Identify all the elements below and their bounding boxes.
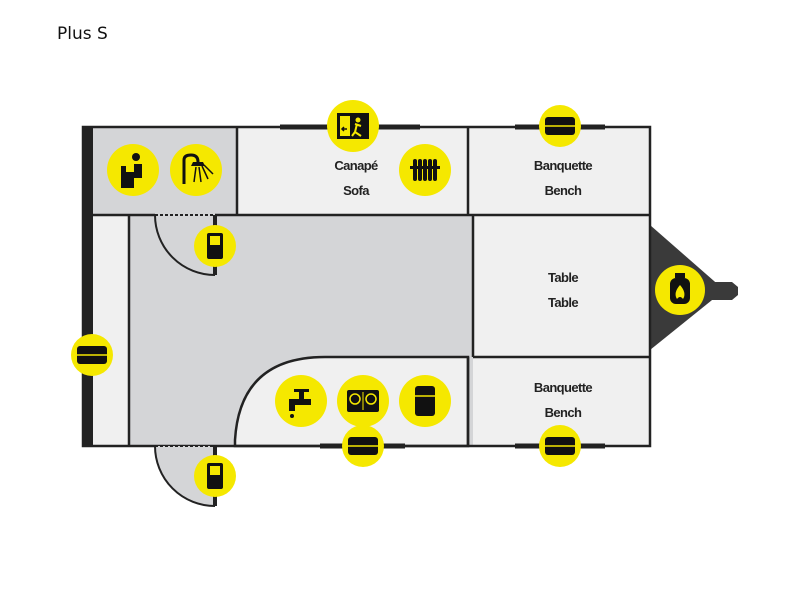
left-corridor — [93, 215, 129, 446]
floorplan-title: Plus S — [57, 24, 108, 44]
emergency-exit-icon — [327, 100, 379, 152]
toilet-icon — [107, 144, 159, 196]
bench-top-label-fr: Banquette — [534, 158, 593, 173]
table-area — [473, 215, 650, 357]
window-icon[interactable] — [539, 425, 581, 467]
door-icon — [194, 225, 236, 267]
sofa-label-en: Sofa — [343, 183, 370, 198]
window-icon[interactable] — [71, 334, 113, 376]
window-icon[interactable] — [342, 425, 384, 467]
fridge-icon — [399, 375, 451, 427]
sofa-label-fr: Canapé — [334, 158, 378, 173]
radiator-icon — [399, 144, 451, 196]
gas-bottle-icon — [655, 265, 705, 315]
bench-bottom-label-fr: Banquette — [534, 380, 593, 395]
window-icon[interactable] — [539, 105, 581, 147]
table-label-en: Table — [548, 295, 578, 310]
sink-tap-icon — [275, 375, 327, 427]
bench-bottom-label-en: Bench — [545, 405, 582, 420]
shower-icon — [170, 144, 222, 196]
bench-top-label-en: Bench — [545, 183, 582, 198]
stove-icon — [337, 375, 389, 427]
door-icon — [194, 455, 236, 497]
table-label-fr: Table — [548, 270, 578, 285]
